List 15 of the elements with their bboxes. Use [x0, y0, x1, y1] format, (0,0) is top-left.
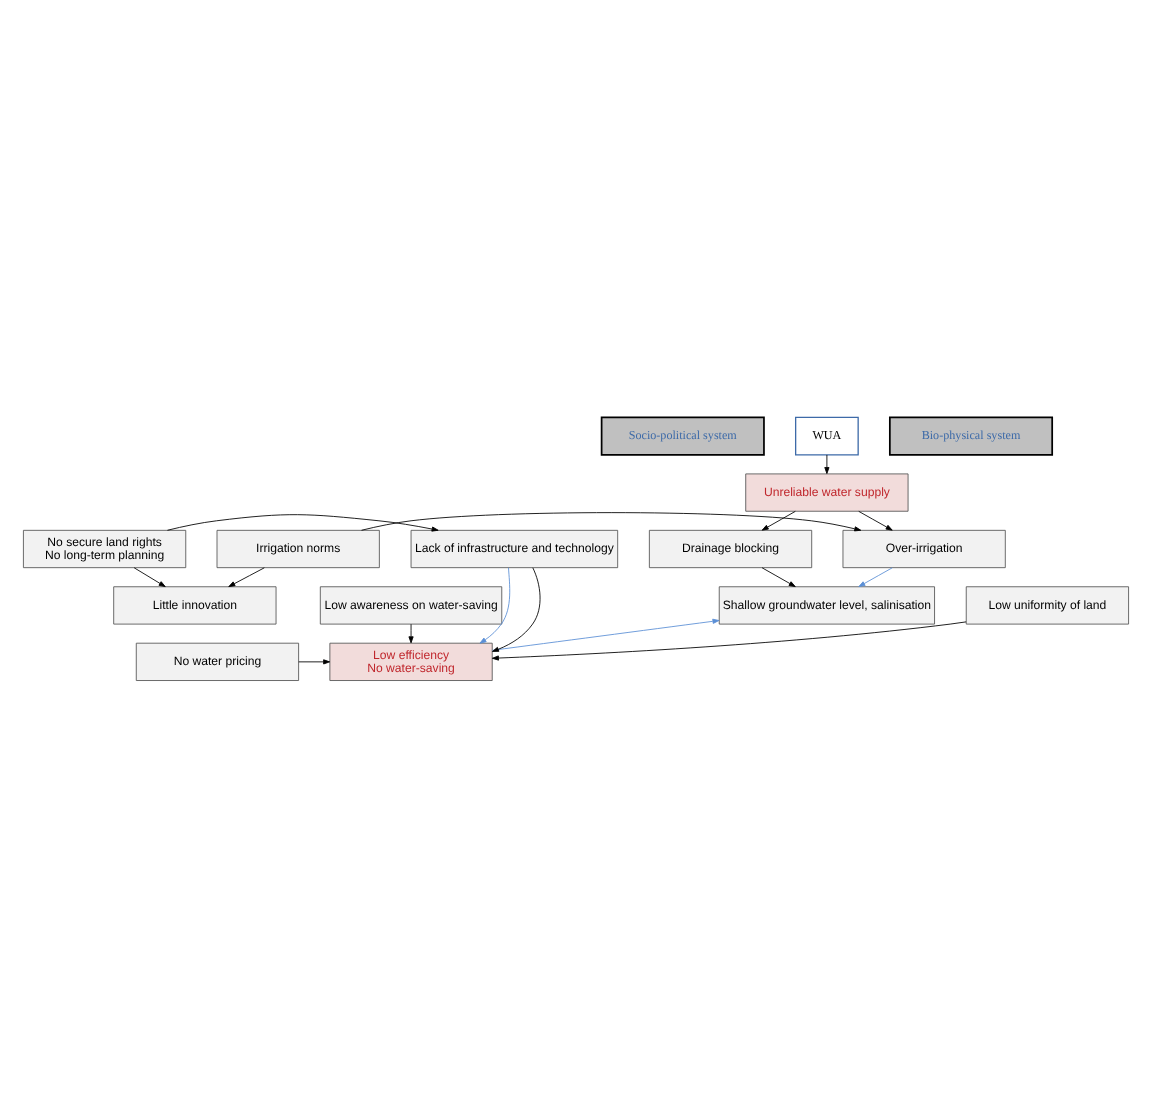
- arrow: [858, 566, 893, 587]
- arrow: [361, 511, 862, 531]
- arrow: [228, 566, 265, 587]
- arrow: [491, 620, 967, 660]
- arrow: [824, 453, 830, 473]
- arrow: [761, 509, 796, 530]
- arrow: [492, 566, 541, 651]
- arrow: [167, 513, 439, 531]
- arrow: [298, 658, 331, 664]
- arrow: [133, 566, 166, 587]
- arrow: [408, 622, 414, 643]
- arrow: [761, 566, 796, 587]
- arrow: [492, 617, 720, 650]
- arrow: [479, 566, 511, 643]
- arrow: [858, 509, 893, 530]
